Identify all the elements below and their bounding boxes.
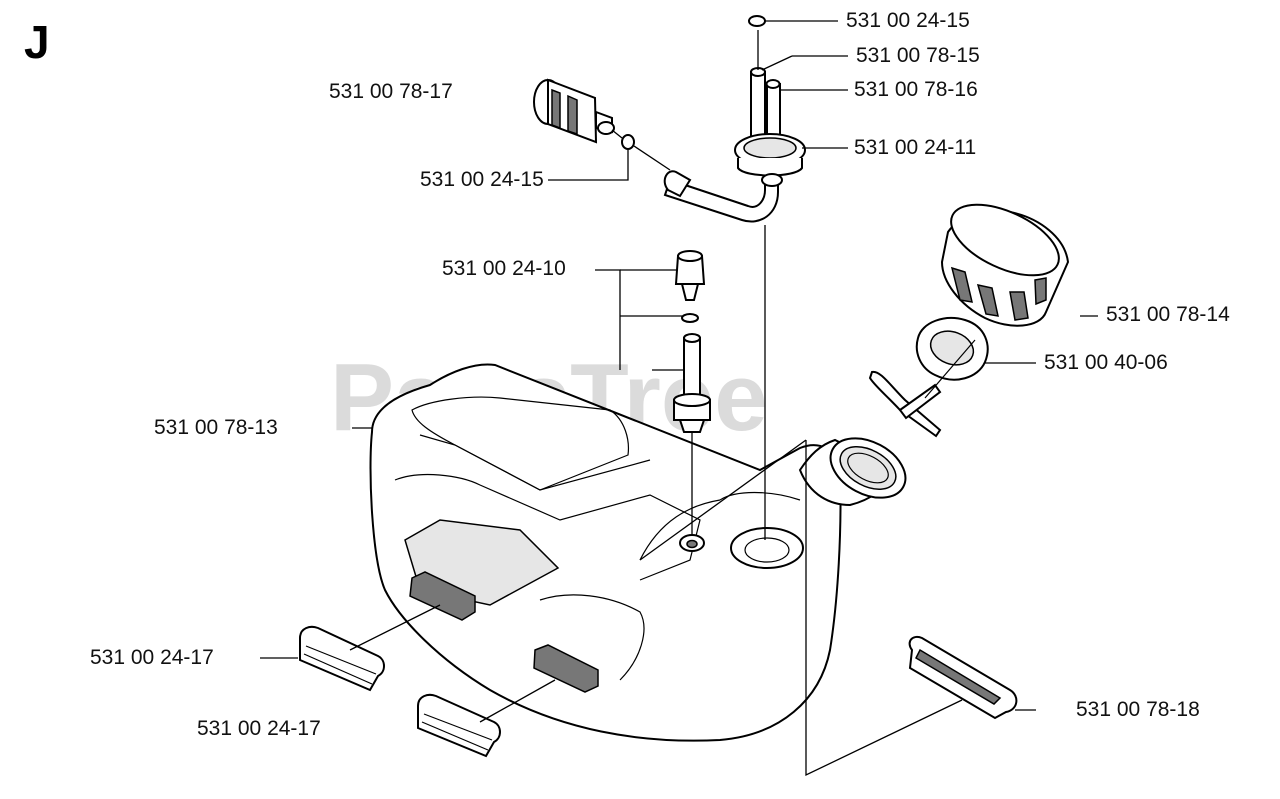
callout-531-00-78-16[interactable]: 531 00 78-16: [854, 78, 978, 101]
leader-lines: [260, 20, 1098, 777]
fuel-tank[interactable]: [369, 363, 916, 742]
callout-531-00-24-17-upper[interactable]: 531 00 24-17: [90, 646, 214, 669]
callout-531-00-24-11[interactable]: 531 00 24-11: [854, 136, 977, 159]
callout-531-00-78-18[interactable]: 531 00 78-18: [1076, 698, 1200, 721]
callout-531-00-78-17[interactable]: 531 00 78-17: [329, 80, 453, 103]
callout-531-00-24-17-lower[interactable]: 531 00 24-17: [197, 717, 321, 740]
fuel-filter[interactable]: [533, 78, 615, 144]
hose-clamp-filter[interactable]: [621, 134, 635, 150]
callout-531-00-78-14[interactable]: 531 00 78-14: [1106, 303, 1230, 326]
tank-pad-right[interactable]: [908, 636, 1018, 720]
tank-pad-left-upper[interactable]: [299, 625, 385, 692]
fuel-cap[interactable]: [940, 190, 1070, 327]
callout-531-00-24-10[interactable]: 531 00 24-10: [442, 257, 566, 280]
callout-531-00-40-06[interactable]: 531 00 40-06: [1044, 351, 1168, 374]
tank-pad-left-lower[interactable]: [417, 693, 501, 758]
callout-531-00-78-13[interactable]: 531 00 78-13: [154, 416, 278, 439]
grommet-with-tubes[interactable]: [734, 67, 806, 187]
cap-gasket[interactable]: [915, 317, 989, 381]
cap-retainer-strap[interactable]: [868, 339, 976, 438]
callout-531-00-24-15-left[interactable]: 531 00 24-15: [420, 168, 544, 191]
fuel-hose[interactable]: [663, 169, 779, 223]
callout-531-00-78-15[interactable]: 531 00 78-15: [856, 44, 980, 67]
callout-531-00-24-15-top[interactable]: 531 00 24-15: [846, 9, 970, 32]
hose-clamp-top[interactable]: [748, 15, 766, 27]
section-letter: J: [24, 16, 50, 68]
tank-vent-valve[interactable]: [673, 250, 711, 433]
